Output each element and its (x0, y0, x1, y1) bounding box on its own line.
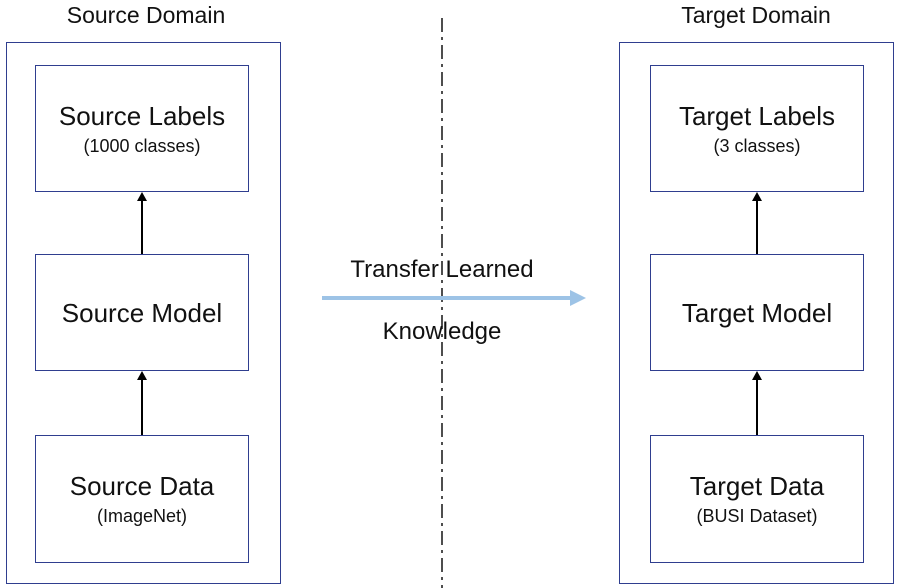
source-data-to-model-arrow (141, 380, 143, 435)
target-model-to-labels-arrow (756, 200, 758, 254)
target-labels-sub: (3 classes) (713, 135, 801, 156)
target-labels-arrow-head (752, 192, 762, 201)
target-data-box: Target Data (BUSI Dataset) (650, 435, 864, 563)
source-model-arrow-head (137, 371, 147, 380)
target-data-to-model-arrow (756, 380, 758, 435)
transfer-text-line1: Transfer Learned (350, 256, 534, 283)
source-data-box: Source Data (ImageNet) (35, 435, 249, 563)
source-model-box: Source Model (35, 254, 249, 371)
source-labels-box: Source Labels (1000 classes) (35, 65, 249, 192)
target-model-arrow-head (752, 371, 762, 380)
source-labels-sub: (1000 classes) (83, 135, 201, 156)
transfer-arrow-head (570, 290, 586, 306)
target-data-title: Target Data (689, 471, 825, 501)
target-model-title: Target Model (681, 297, 833, 328)
source-model-to-labels-arrow (141, 200, 143, 254)
target-data-sub: (BUSI Dataset) (696, 506, 818, 526)
source-domain-title: Source Domain (66, 2, 226, 28)
target-labels-title: Target Labels (678, 100, 836, 131)
source-labels-arrow-head (137, 192, 147, 201)
target-labels-box: Target Labels (3 classes) (650, 65, 864, 192)
target-domain-frame (619, 42, 894, 584)
target-model-box: Target Model (650, 254, 864, 371)
source-domain-frame (6, 42, 281, 584)
source-labels-title: Source Labels (58, 100, 226, 131)
source-model-title: Source Model (61, 297, 223, 328)
source-data-sub: (ImageNet) (96, 506, 188, 526)
target-domain-title: Target Domain (681, 2, 831, 28)
source-data-title: Source Data (69, 471, 215, 501)
transfer-text-line2: Knowledge (382, 318, 502, 345)
